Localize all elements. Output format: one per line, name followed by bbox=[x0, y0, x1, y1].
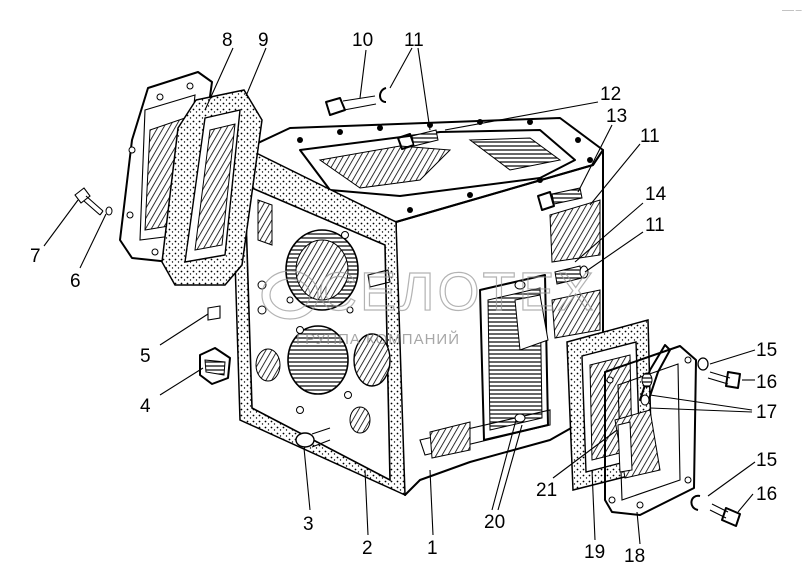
callout-3: 3 bbox=[303, 514, 314, 535]
gearbox-housing bbox=[242, 117, 604, 496]
callout-2: 2 bbox=[362, 538, 373, 559]
washer-15-lower bbox=[690, 494, 701, 511]
callout-5: 5 bbox=[140, 346, 151, 367]
watermark: СЕЛОТЕХ ГРУППА КОМПАНИЙ bbox=[261, 261, 596, 348]
callout-11-right-lower: 11 bbox=[645, 215, 665, 236]
callout-14: 14 bbox=[645, 184, 667, 205]
callout-21: 21 bbox=[536, 480, 557, 501]
washer-15-upper bbox=[697, 357, 709, 371]
callout-7: 7 bbox=[30, 246, 41, 267]
watermark-brand: СЕЛОТЕХ bbox=[318, 262, 596, 322]
bolt-7 bbox=[74, 187, 104, 216]
callout-19: 19 bbox=[584, 542, 605, 563]
washer-11-top bbox=[379, 87, 387, 103]
leader-lines bbox=[43, 47, 756, 545]
callout-1: 1 bbox=[427, 538, 438, 559]
watermark-subtitle: ГРУППА КОМПАНИЙ bbox=[296, 330, 460, 348]
callout-15-upper: 15 bbox=[756, 340, 777, 361]
pin-3 bbox=[295, 427, 331, 448]
callout-13: 13 bbox=[606, 106, 627, 127]
top-left-gasket bbox=[161, 89, 263, 286]
callout-16-lower: 16 bbox=[756, 484, 777, 505]
callout-labels: 8 9 10 11 12 13 11 14 11 7 6 5 4 3 2 1 2… bbox=[30, 30, 777, 567]
callout-17: 17 bbox=[756, 402, 777, 423]
callout-12: 12 bbox=[600, 84, 621, 105]
bolt-16-upper bbox=[707, 371, 741, 389]
callout-11-top: 11 bbox=[404, 30, 424, 51]
callout-4: 4 bbox=[140, 396, 151, 417]
callout-10: 10 bbox=[352, 30, 373, 51]
front-face-openings bbox=[255, 199, 391, 434]
callout-20: 20 bbox=[484, 512, 505, 533]
side-cover bbox=[604, 344, 697, 516]
callout-18: 18 bbox=[624, 546, 645, 567]
callout-6: 6 bbox=[70, 271, 81, 292]
callout-11-right: 11 bbox=[640, 126, 660, 147]
stud-5 bbox=[207, 305, 221, 321]
bolt-12 bbox=[397, 129, 439, 150]
bolt-16-lower bbox=[709, 503, 741, 527]
corner-mark: —— — bbox=[782, 8, 802, 14]
bolt-10 bbox=[325, 95, 377, 116]
callout-8: 8 bbox=[222, 30, 233, 51]
bolt-14 bbox=[554, 265, 589, 285]
washer-6 bbox=[105, 206, 113, 216]
callout-15-lower: 15 bbox=[756, 450, 777, 471]
plug-4 bbox=[199, 347, 231, 385]
callout-9: 9 bbox=[258, 30, 269, 51]
bolt-13 bbox=[537, 187, 583, 211]
callout-16-upper: 16 bbox=[756, 372, 777, 393]
